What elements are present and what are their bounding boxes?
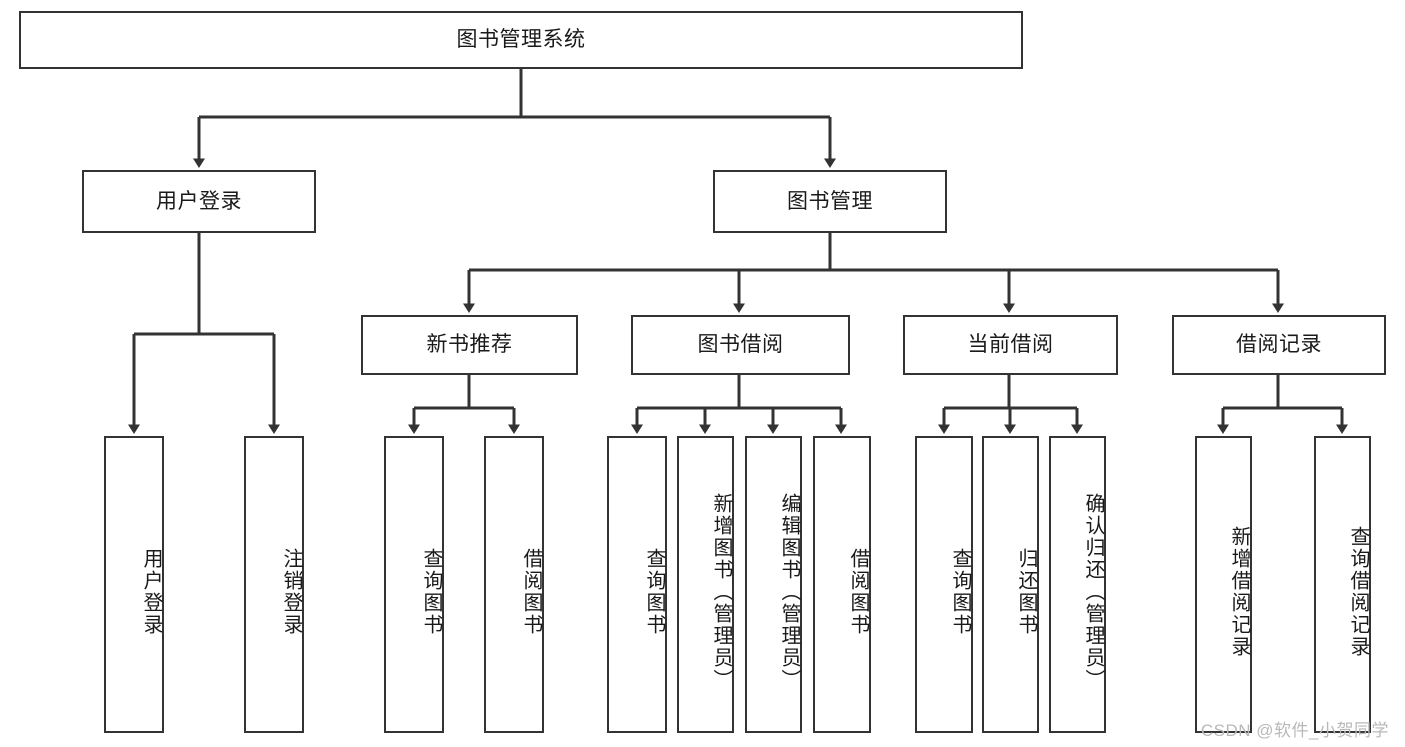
node-leaf-add-record-label: 新增借阅记录 (1228, 525, 1250, 658)
node-leaf-query-book-2[interactable]: 查询图书 (607, 436, 667, 733)
node-book-management[interactable]: 图书管理 (713, 170, 947, 233)
node-root[interactable]: 图书管理系统 (19, 11, 1023, 69)
node-leaf-query-book-2-label: 查询图书 (643, 547, 665, 636)
node-new-book-recommend[interactable]: 新书推荐 (361, 315, 578, 375)
node-leaf-query-record[interactable]: 查询借阅记录 (1314, 436, 1371, 733)
node-current-borrow-label: 当前借阅 (967, 333, 1054, 357)
node-borrow-record-label: 借阅记录 (1236, 333, 1322, 357)
node-book-borrow[interactable]: 图书借阅 (631, 315, 850, 375)
node-leaf-query-book-1-label: 查询图书 (420, 547, 442, 636)
node-book-borrow-label: 图书借阅 (697, 333, 784, 357)
node-root-label: 图书管理系统 (456, 28, 586, 52)
node-current-borrow[interactable]: 当前借阅 (903, 315, 1118, 375)
node-leaf-edit-book-label: 编辑图书（管理员） (778, 492, 800, 691)
node-leaf-query-record-label: 查询借阅记录 (1347, 525, 1369, 658)
node-leaf-user-login-label: 用户登录 (140, 547, 162, 636)
node-leaf-add-book[interactable]: 新增图书（管理员） (677, 436, 734, 733)
node-new-book-recommend-label: 新书推荐 (426, 333, 513, 357)
node-leaf-borrow-book-1-label: 借阅图书 (520, 547, 542, 636)
node-user-login-label: 用户登录 (156, 189, 242, 213)
node-user-login[interactable]: 用户登录 (82, 170, 316, 233)
node-leaf-confirm-return-label: 确认归还（管理员） (1082, 492, 1104, 691)
node-leaf-logout-login[interactable]: 注销登录 (244, 436, 304, 733)
node-leaf-borrow-book-2-label: 借阅图书 (847, 547, 869, 636)
node-leaf-borrow-book-1[interactable]: 借阅图书 (484, 436, 544, 733)
node-leaf-add-book-label: 新增图书（管理员） (710, 492, 732, 691)
node-leaf-logout-login-label: 注销登录 (280, 547, 302, 636)
node-leaf-user-login[interactable]: 用户登录 (104, 436, 164, 733)
node-book-management-label: 图书管理 (787, 189, 873, 213)
node-leaf-confirm-return[interactable]: 确认归还（管理员） (1049, 436, 1106, 733)
node-leaf-edit-book[interactable]: 编辑图书（管理员） (745, 436, 802, 733)
node-leaf-borrow-book-2[interactable]: 借阅图书 (813, 436, 871, 733)
node-borrow-record[interactable]: 借阅记录 (1172, 315, 1386, 375)
node-leaf-add-record[interactable]: 新增借阅记录 (1195, 436, 1252, 733)
node-leaf-query-book-3[interactable]: 查询图书 (915, 436, 973, 733)
node-leaf-return-book-label: 归还图书 (1015, 547, 1037, 636)
node-leaf-query-book-1[interactable]: 查询图书 (384, 436, 444, 733)
node-leaf-return-book[interactable]: 归还图书 (982, 436, 1039, 733)
node-leaf-query-book-3-label: 查询图书 (949, 547, 971, 636)
